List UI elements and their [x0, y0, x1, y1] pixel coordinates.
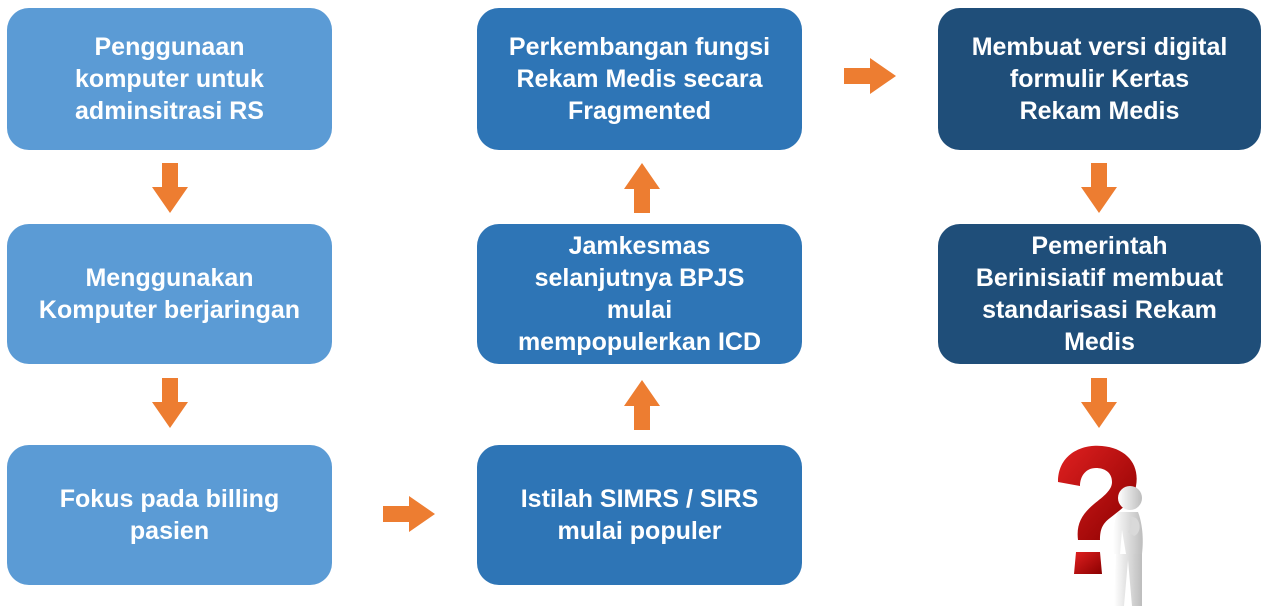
- step-patient-billing-focus: Fokus pada billing pasien: [7, 445, 332, 585]
- step-networked-computers: Menggunakan Komputer berjaringan: [7, 224, 332, 364]
- step-bpjs-icd-popularized: Jamkesmas selanjutnya BPJS mulai mempopu…: [477, 224, 802, 364]
- arrow-up-icon: [624, 380, 660, 430]
- arrow-up-icon: [624, 163, 660, 213]
- arrow-down-icon: [1081, 378, 1117, 428]
- thinking-person-question-mark-icon: [1030, 440, 1170, 612]
- step-digital-paper-form-version: Membuat versi digital formulir Kertas Re…: [938, 8, 1261, 150]
- step-computer-for-hospital-admin: Penggunaan komputer untuk adminsitrasi R…: [7, 8, 332, 150]
- step-simrs-sirs-popular: Istilah SIMRS / SIRS mulai populer: [477, 445, 802, 585]
- step-fragmented-medical-records: Perkembangan fungsi Rekam Medis secara F…: [477, 8, 802, 150]
- arrow-down-icon: [152, 378, 188, 428]
- arrow-down-icon: [152, 163, 188, 213]
- arrow-right-icon: [383, 496, 435, 532]
- arrow-right-icon: [844, 58, 896, 94]
- step-government-standardization: Pemerintah Berinisiatif membuat standari…: [938, 224, 1261, 364]
- arrow-down-icon: [1081, 163, 1117, 213]
